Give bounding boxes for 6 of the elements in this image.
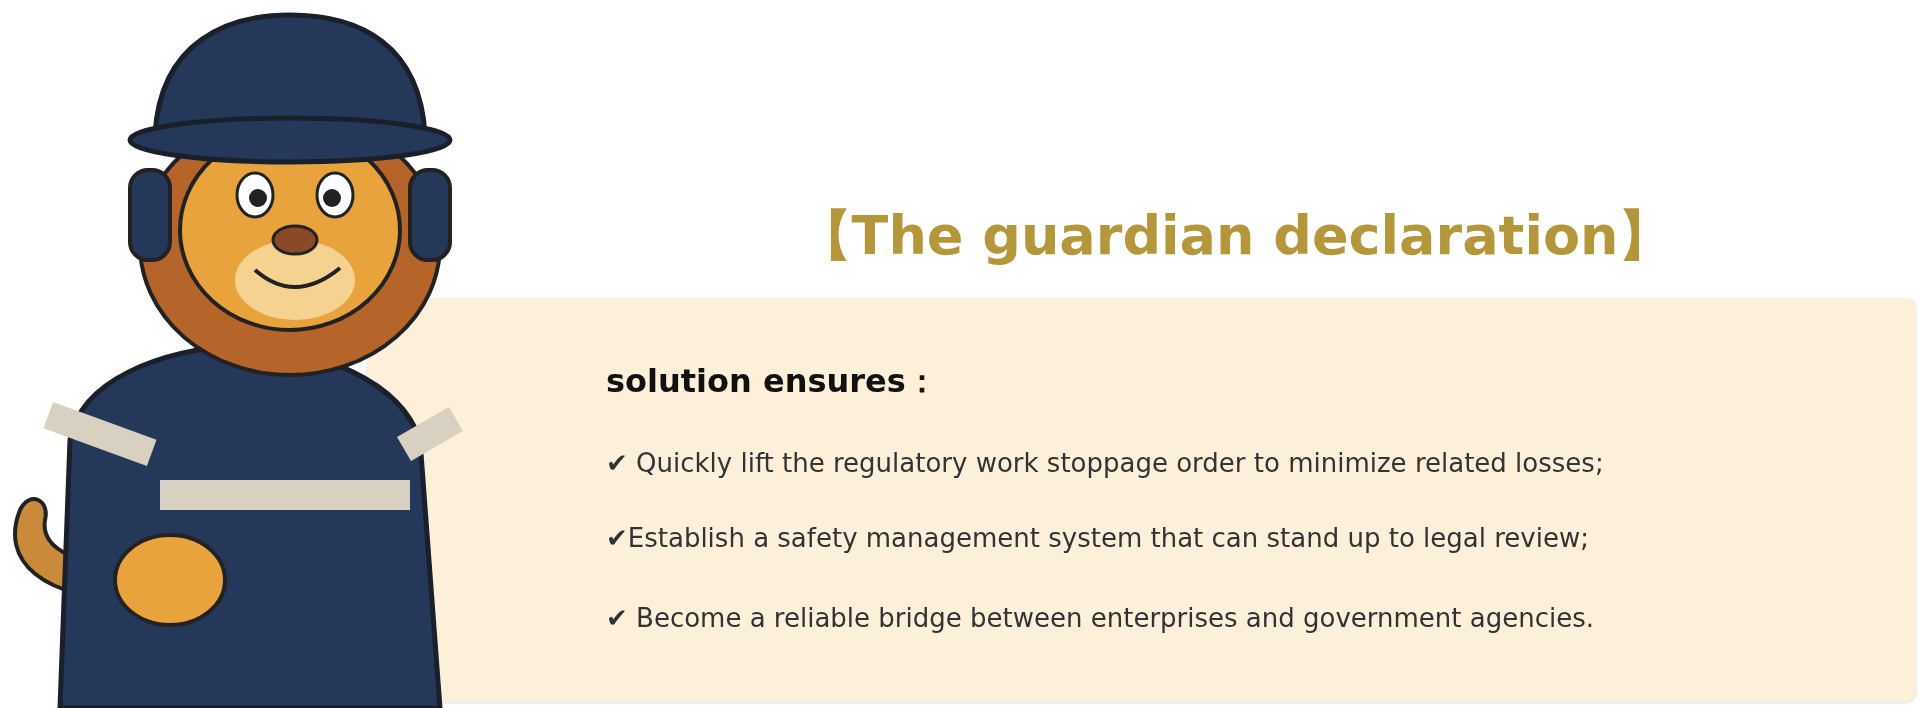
bullet-point: ✔ Quickly lift the regulatory work stoppage order to minimize related losses; (606, 448, 1604, 478)
content-panel (367, 298, 1916, 702)
heading: solution ensures： (606, 361, 938, 402)
title: 【The guardian declaration】 (796, 203, 1674, 269)
bullet-point: ✔Establish a safety management system that can stand up to legal review; (606, 523, 1589, 553)
bullet-point: ✔ Become a reliable bridge between enterprises and government agencies. (606, 603, 1595, 633)
